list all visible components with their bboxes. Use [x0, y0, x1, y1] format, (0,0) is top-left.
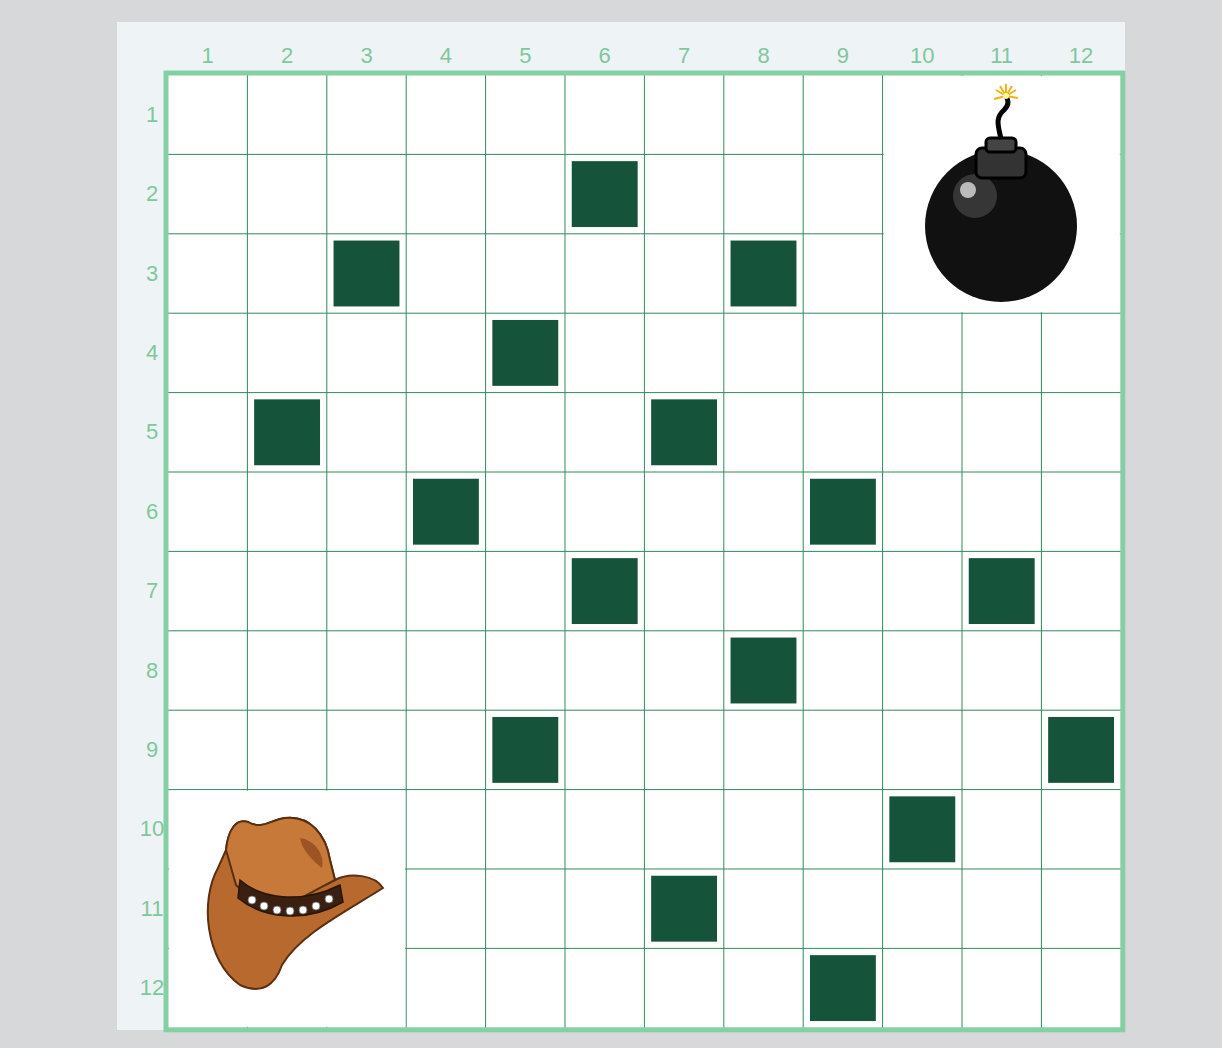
row-number: 12: [140, 977, 164, 999]
blocked-cell: [730, 637, 797, 704]
row-number: 7: [146, 580, 158, 602]
row-number: 1: [146, 104, 158, 126]
blocked-cell: [889, 796, 956, 863]
row-number: 8: [146, 660, 158, 682]
row-number: 11: [141, 898, 164, 920]
grid-line: [168, 710, 1121, 711]
column-number: 9: [837, 45, 849, 67]
blocked-cell: [571, 160, 638, 227]
column-number: 8: [757, 45, 769, 67]
blocked-cell: [333, 240, 400, 307]
bomb-icon: [925, 84, 1077, 302]
grid-line: [168, 551, 1121, 552]
column-number: 10: [910, 45, 934, 67]
row-number: 9: [146, 739, 158, 761]
board-border: [166, 73, 1123, 1030]
row-number: 2: [146, 183, 158, 205]
blocked-cell: [730, 240, 797, 307]
column-number: 6: [599, 45, 611, 67]
cowboy-hat-icon: [208, 818, 383, 989]
blocked-cell: [492, 319, 559, 386]
blocked-cell: [1047, 716, 1114, 783]
merged-cell: [169, 791, 405, 1027]
column-number: 5: [519, 45, 531, 67]
blocked-cell: [968, 557, 1035, 624]
blocked-cell: [492, 716, 559, 783]
grid: [166, 73, 1123, 1030]
row-number: 6: [146, 501, 158, 523]
grid-line: [168, 313, 1121, 314]
column-number: 3: [360, 45, 372, 67]
panel: [117, 22, 1125, 1030]
blocked-cell: [571, 557, 638, 624]
blocked-cell: [650, 875, 717, 942]
board-ground: [168, 75, 1121, 1028]
blocked-cell: [809, 478, 876, 545]
row-number: 3: [146, 263, 158, 285]
column-number: 1: [202, 45, 214, 67]
blocked-cell: [253, 399, 320, 466]
column-number: 11: [990, 45, 1013, 67]
grid-line: [168, 630, 1121, 631]
grid-line: [168, 789, 1121, 790]
column-number: 2: [281, 45, 293, 67]
grid-line: [168, 472, 1121, 473]
blocked-cell: [809, 954, 876, 1021]
blocked-cell: [412, 478, 479, 545]
row-number: 4: [146, 342, 158, 364]
blocked-cell: [650, 399, 717, 466]
column-number: 7: [678, 45, 690, 67]
row-number: 5: [146, 421, 158, 443]
merged-cell: [884, 76, 1120, 312]
grid-line: [168, 392, 1121, 393]
column-number: 4: [440, 45, 452, 67]
column-number: 12: [1069, 45, 1093, 67]
row-number: 10: [140, 818, 164, 840]
